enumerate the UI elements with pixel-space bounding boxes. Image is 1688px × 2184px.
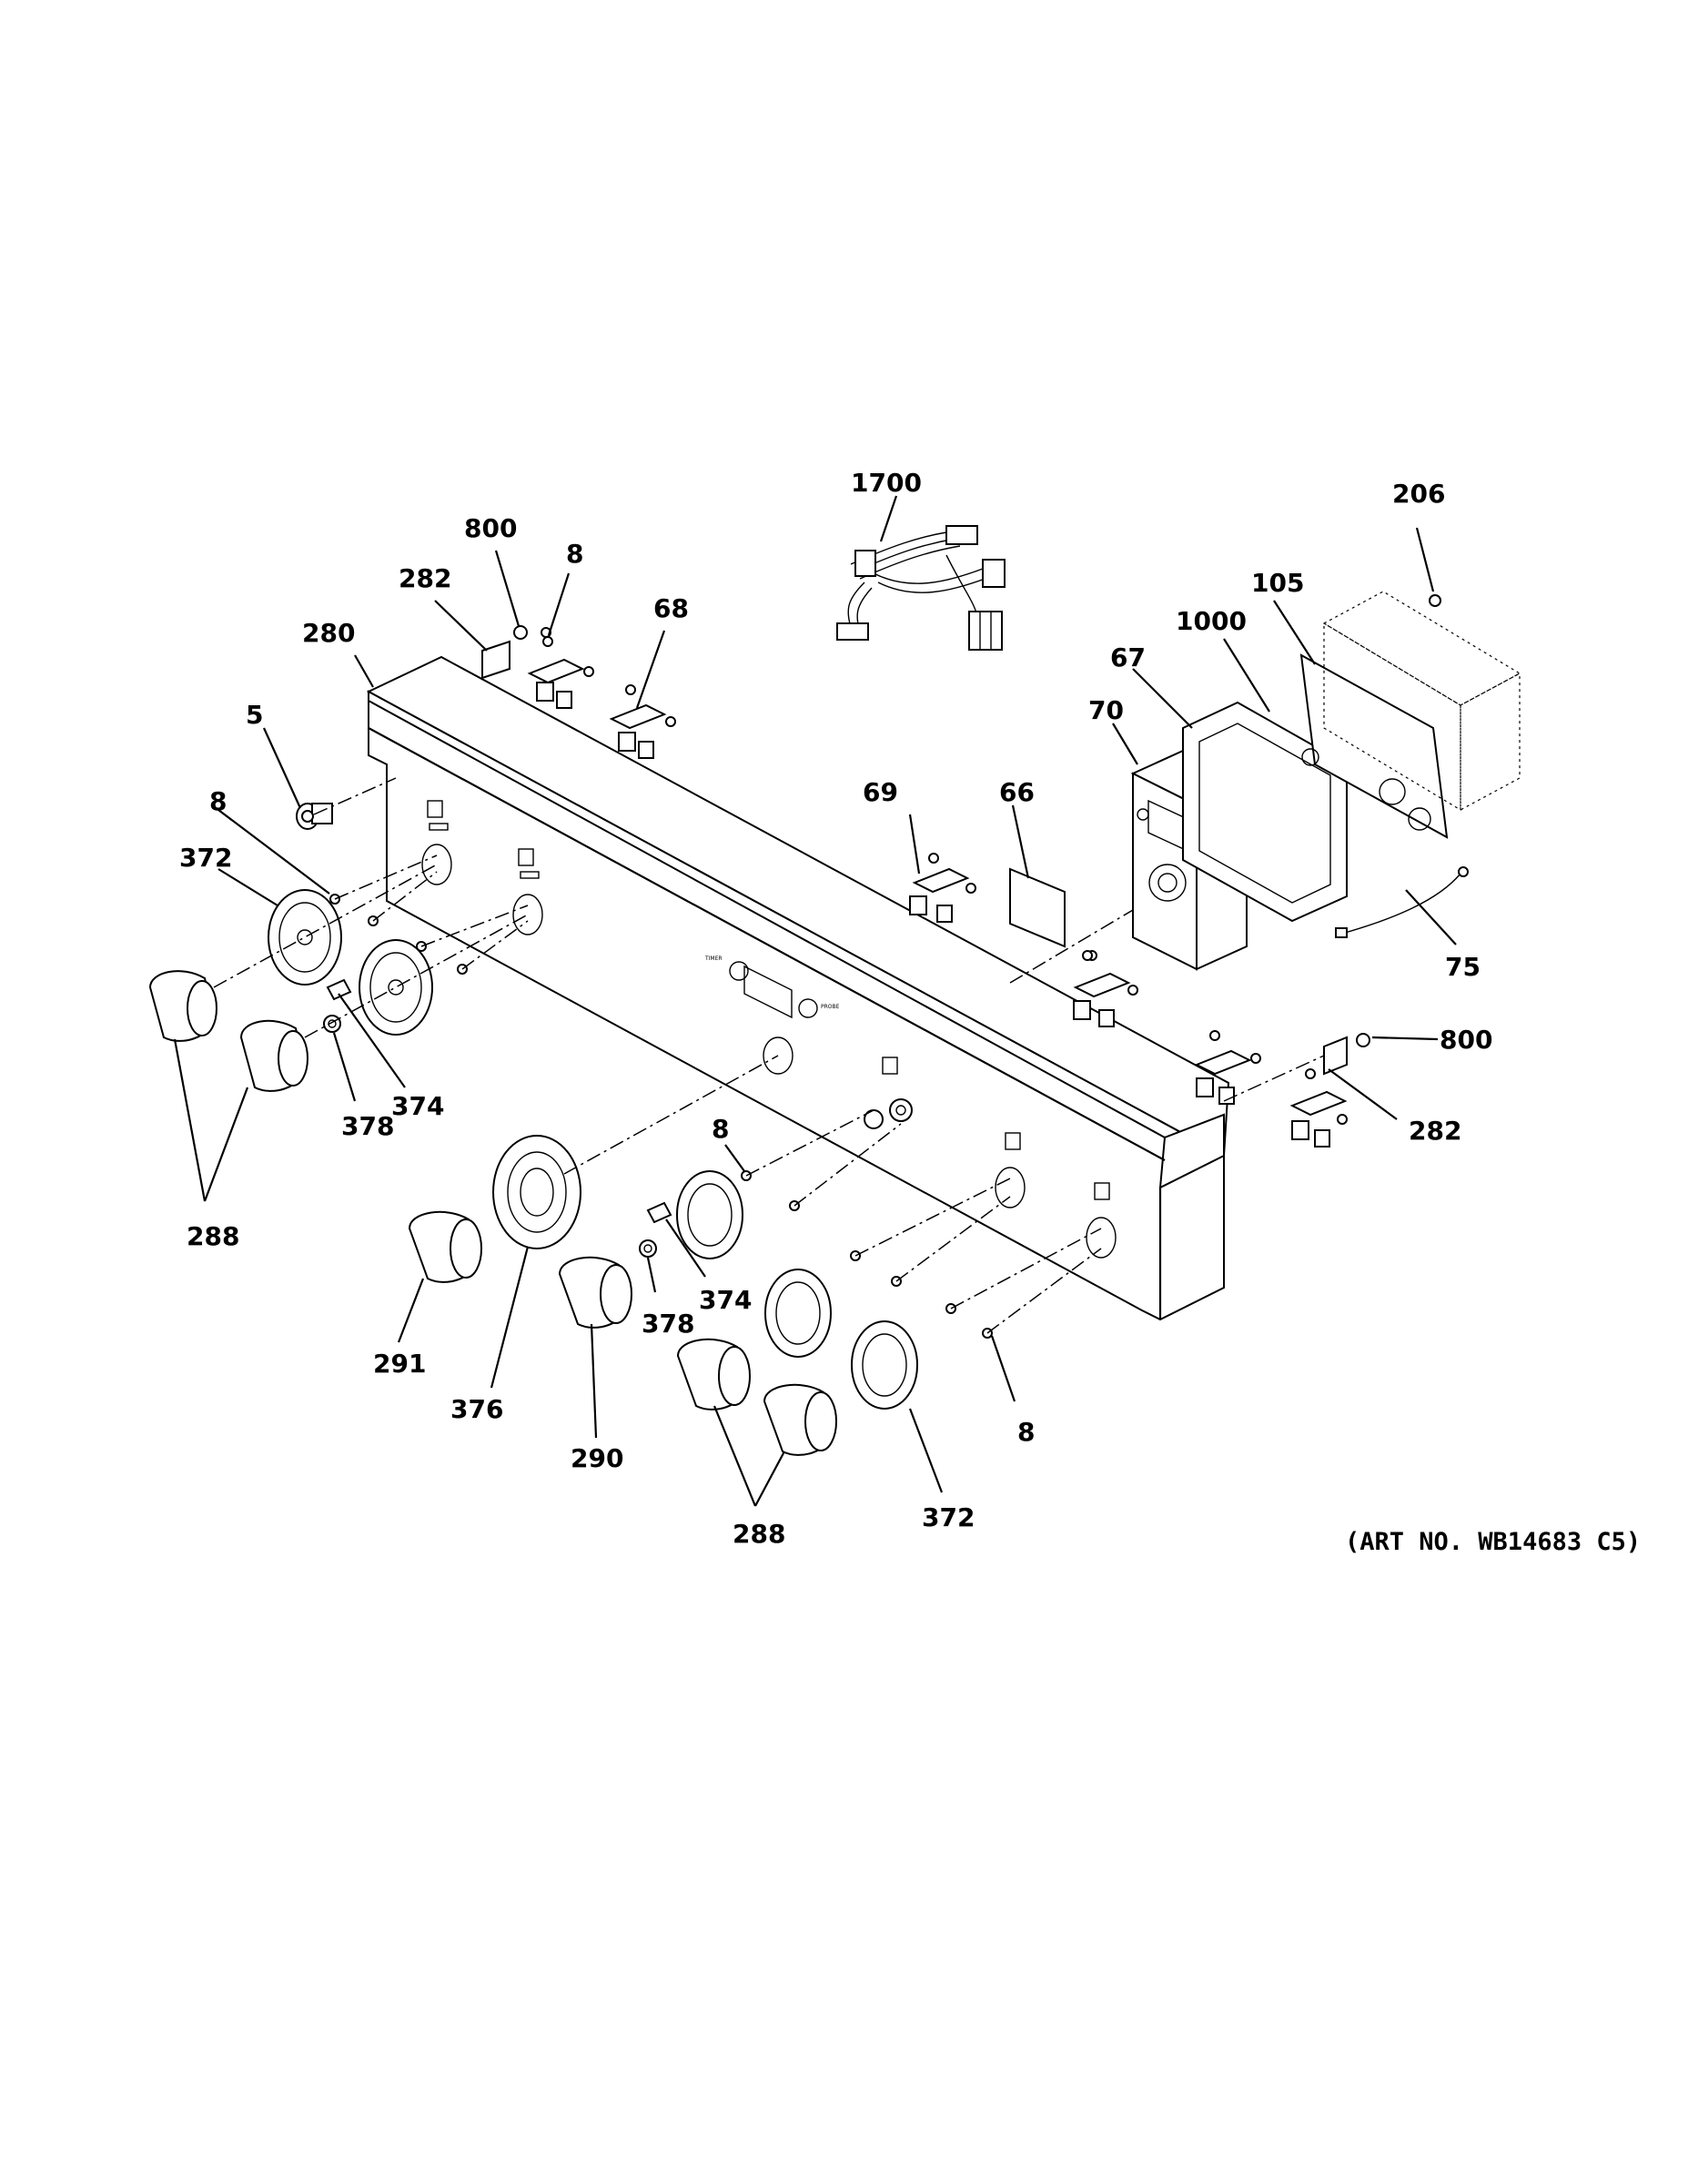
clip-68 — [609, 684, 676, 759]
washer-378-mid — [639, 1239, 657, 1258]
label-800-right: 800 — [1440, 1025, 1492, 1055]
knob-288-right-2 — [763, 1383, 837, 1456]
knob-291 — [408, 1210, 482, 1283]
screws — [329, 627, 1093, 1339]
clip-mid-right — [1073, 950, 1138, 1027]
label-282-right: 282 — [1409, 1116, 1461, 1146]
control-panel-body: TIMER PROBE — [366, 655, 1230, 1321]
art-number: (ART NO. WB14683 C5) — [1345, 1528, 1641, 1556]
label-206: 206 — [1392, 479, 1445, 509]
bezel-372-left — [268, 889, 342, 986]
label-288-left: 288 — [187, 1221, 239, 1251]
label-288-right: 288 — [733, 1519, 785, 1549]
wire-75 — [1335, 866, 1469, 938]
label-70: 70 — [1088, 695, 1124, 725]
label-291: 291 — [373, 1349, 426, 1379]
clip-right-2 — [1289, 1068, 1348, 1148]
bezel-372-left-2 — [359, 939, 433, 1036]
label-8-right: 8 — [1017, 1417, 1035, 1447]
leader-lines — [173, 495, 1457, 1507]
gasket-67 — [1182, 701, 1348, 923]
label-1000: 1000 — [1176, 606, 1247, 636]
knob-288-left-1 — [148, 970, 217, 1042]
bezel-372-right — [851, 1320, 918, 1410]
wire-harness-part — [836, 525, 1006, 651]
label-68: 68 — [653, 593, 689, 623]
label-378-left: 378 — [341, 1111, 394, 1141]
spring-374-left — [326, 978, 352, 1001]
label-280: 280 — [302, 618, 355, 648]
label-374-left: 374 — [391, 1091, 444, 1121]
bracket-282-right — [1323, 1033, 1370, 1076]
label-282-top: 282 — [399, 563, 451, 593]
label-67: 67 — [1110, 642, 1146, 672]
bezel-center-1 — [676, 1170, 743, 1259]
bezel-376 — [492, 1135, 581, 1249]
box-206 — [1322, 591, 1521, 812]
label-290: 290 — [571, 1443, 623, 1473]
probe-text: PROBE — [821, 1004, 840, 1010]
valve-rings — [864, 1098, 913, 1129]
label-8-left: 8 — [209, 786, 227, 816]
knob-288-left-2 — [239, 1019, 308, 1092]
label-1700: 1700 — [851, 468, 922, 498]
spring-374-mid — [646, 1201, 672, 1224]
assembly-lines — [213, 777, 1325, 1334]
label-75: 75 — [1445, 952, 1481, 982]
label-378-mid: 378 — [642, 1309, 694, 1339]
indicator-light-part — [296, 803, 333, 830]
overlay-66 — [1009, 867, 1066, 948]
bracket-282-top — [481, 625, 528, 680]
label-69: 69 — [863, 777, 898, 807]
label-66: 66 — [999, 777, 1035, 807]
label-5: 5 — [246, 700, 263, 730]
label-376: 376 — [450, 1394, 503, 1424]
label-374-mid: 374 — [699, 1285, 752, 1315]
clip-69 — [909, 853, 976, 923]
bezel-center-2 — [764, 1269, 832, 1358]
label-372-left: 372 — [179, 843, 232, 873]
label-800-top: 800 — [464, 513, 517, 543]
callout-labels: 1700 206 800 8 282 68 280 105 1000 67 5 … — [179, 468, 1492, 1549]
circuit-board-105 — [1299, 653, 1449, 839]
label-8-mid: 8 — [712, 1114, 729, 1144]
label-372-right: 372 — [922, 1502, 975, 1532]
label-105: 105 — [1251, 568, 1304, 598]
clip-68-top — [527, 636, 594, 709]
label-8-top: 8 — [566, 539, 583, 569]
clip-right-1 — [1194, 1030, 1261, 1105]
washer-378-left — [323, 1015, 341, 1033]
knob-290 — [558, 1256, 632, 1329]
timer-text: TIMER — [704, 956, 723, 962]
knob-288-right-1 — [676, 1338, 751, 1410]
